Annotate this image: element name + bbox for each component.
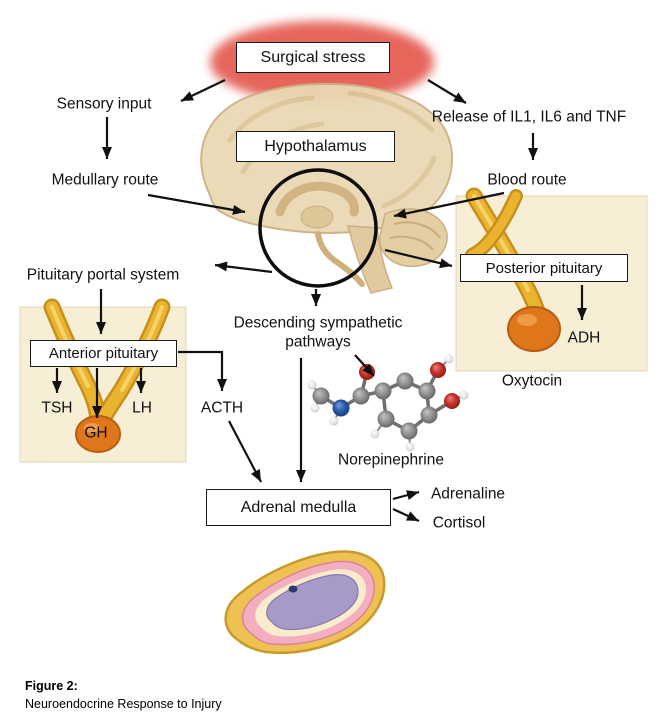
arrow-stress-to-sensory bbox=[180, 79, 226, 102]
figure-caption-title: Neuroendocrine Response to Injury bbox=[25, 697, 222, 711]
arrow-pathways-to-norepinephrine bbox=[354, 354, 375, 377]
node-medullary-route: Medullary route bbox=[51, 171, 159, 189]
posterior-pituitary-image bbox=[455, 187, 648, 372]
node-gh: GH bbox=[84, 424, 108, 442]
anterior-pituitary-image bbox=[19, 298, 187, 463]
node-adrenaline: Adrenaline bbox=[430, 485, 506, 503]
thalamus bbox=[300, 205, 334, 229]
brainstem bbox=[347, 225, 394, 294]
arrow-acth-to-adrenal bbox=[228, 420, 262, 483]
node-cortisol: Cortisol bbox=[432, 514, 486, 532]
node-sensory-input: Sensory input bbox=[56, 95, 152, 113]
node-oxytocin: Oxytocin bbox=[501, 372, 563, 390]
arrow-to-posterior-pituitary bbox=[384, 248, 453, 269]
arrow-blood-to-hypothalamus bbox=[393, 191, 505, 219]
arrow-medullary-to-hypothalamus bbox=[147, 193, 246, 215]
node-adh: ADH bbox=[567, 329, 601, 347]
norepinephrine-molecule bbox=[307, 354, 469, 452]
node-lh: LH bbox=[132, 399, 152, 417]
node-hypothalamus: Hypothalamus bbox=[236, 131, 395, 162]
node-descending-sympathetic-pathways: Descending sympathetic pathways bbox=[233, 314, 403, 350]
hydrogen-atoms bbox=[307, 354, 469, 452]
arrow-anterior-to-acth bbox=[178, 350, 227, 391]
hypothalamus-focus-circle bbox=[258, 168, 378, 288]
corpus-callosum bbox=[275, 181, 359, 217]
node-tsh: TSH bbox=[41, 399, 73, 417]
carbon-atoms bbox=[312, 372, 438, 440]
node-blood-route: Blood route bbox=[487, 171, 567, 189]
arrow-adrenal-to-adrenaline bbox=[392, 490, 420, 501]
brain-illustration bbox=[200, 82, 454, 294]
node-release-cytokines: Release of IL1, IL6 and TNF bbox=[431, 108, 627, 126]
adrenal-gland-illustration bbox=[224, 550, 386, 655]
posterior-pituitary-bulb bbox=[507, 306, 561, 352]
adrenal-medulla-dot bbox=[288, 585, 298, 593]
arrow-stress-to-cytokines bbox=[427, 79, 467, 104]
node-anterior-pituitary: Anterior pituitary bbox=[30, 340, 177, 367]
node-adrenal-medulla: Adrenal medulla bbox=[206, 489, 391, 526]
node-surgical-stress: Surgical stress bbox=[236, 42, 390, 73]
arrow-adrenal-to-cortisol bbox=[392, 508, 420, 522]
nitrogen-atom bbox=[332, 399, 350, 417]
node-acth: ACTH bbox=[200, 399, 244, 417]
node-norepinephrine: Norepinephrine bbox=[338, 451, 444, 469]
arrow-to-portal-system bbox=[214, 261, 273, 274]
flow-arrows bbox=[52, 79, 587, 522]
node-pituitary-portal-system: Pituitary portal system bbox=[26, 266, 180, 284]
figure-caption-label: Figure 2: bbox=[25, 679, 78, 693]
node-posterior-pituitary: Posterior pituitary bbox=[460, 254, 628, 282]
